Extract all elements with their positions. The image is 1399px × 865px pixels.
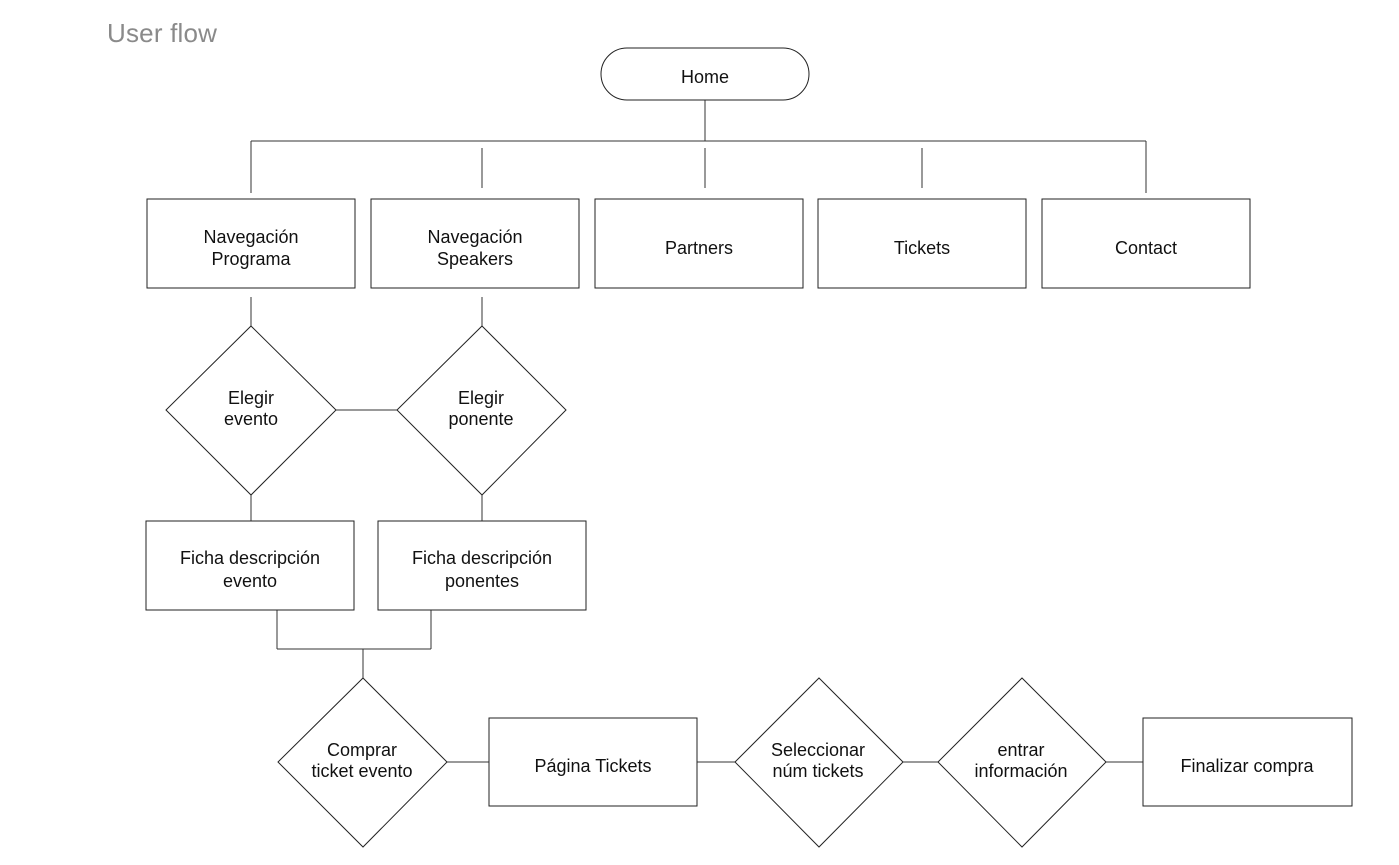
node-nav-programa-line1: Navegación xyxy=(203,227,298,247)
node-finalizar: Finalizar compra xyxy=(1142,717,1353,807)
node-nav-programa-line2: Programa xyxy=(211,249,291,269)
node-ficha-ponentes: Ficha descripción ponentes xyxy=(377,520,587,611)
node-home: Home xyxy=(600,47,810,101)
node-elegir-ponente-line1: Elegir xyxy=(458,388,504,408)
node-tickets: Tickets xyxy=(817,198,1027,289)
node-entrar-info-line1: entrar xyxy=(997,740,1044,760)
node-entrar-info: entrar información xyxy=(937,677,1107,848)
node-home-label: Home xyxy=(681,67,729,87)
node-comprar-ticket-line1: Comprar xyxy=(327,740,397,760)
node-elegir-evento-line1: Elegir xyxy=(228,388,274,408)
node-elegir-ponente: Elegir ponente xyxy=(396,325,567,496)
node-tickets-label: Tickets xyxy=(894,238,950,258)
node-ficha-ponentes-line1: Ficha descripción xyxy=(412,548,552,568)
node-pagina-tickets-label: Página Tickets xyxy=(534,756,651,776)
node-comprar-ticket: Comprar ticket evento xyxy=(277,677,448,848)
node-pagina-tickets: Página Tickets xyxy=(488,717,698,807)
node-elegir-evento: Elegir evento xyxy=(165,325,337,496)
node-seleccionar-num-line1: Seleccionar xyxy=(771,740,865,760)
node-ficha-evento: Ficha descripción evento xyxy=(145,520,355,611)
diagram-title: User flow xyxy=(107,18,218,48)
node-nav-speakers-line1: Navegación xyxy=(427,227,522,247)
node-nav-speakers-line2: Speakers xyxy=(437,249,513,269)
node-entrar-info-line2: información xyxy=(974,761,1067,781)
node-elegir-ponente-line2: ponente xyxy=(448,409,513,429)
node-comprar-ticket-line2: ticket evento xyxy=(311,761,412,781)
node-partners-label: Partners xyxy=(665,238,733,258)
node-nav-speakers: Navegación Speakers xyxy=(370,198,580,289)
node-ficha-ponentes-line2: ponentes xyxy=(445,571,519,591)
node-finalizar-label: Finalizar compra xyxy=(1180,756,1314,776)
node-contact: Contact xyxy=(1041,198,1251,289)
node-elegir-evento-line2: evento xyxy=(224,409,278,429)
connectors xyxy=(250,100,1147,763)
node-seleccionar-num: Seleccionar núm tickets xyxy=(734,677,904,848)
node-partners: Partners xyxy=(594,198,804,289)
node-ficha-evento-line2: evento xyxy=(223,571,277,591)
node-seleccionar-num-line2: núm tickets xyxy=(772,761,863,781)
node-ficha-evento-line1: Ficha descripción xyxy=(180,548,320,568)
node-nav-programa: Navegación Programa xyxy=(146,198,356,289)
node-contact-label: Contact xyxy=(1115,238,1177,258)
